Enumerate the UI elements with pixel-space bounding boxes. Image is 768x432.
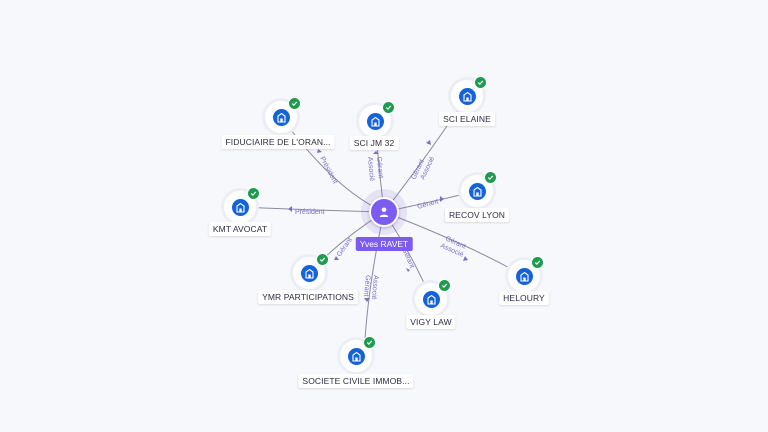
edge-label-fiduciaire-1: Président xyxy=(318,156,338,185)
building-icon xyxy=(366,112,384,130)
building-icon xyxy=(515,267,533,285)
arrow-heloury xyxy=(463,256,468,261)
edge-label-scijm32-2: Associé xyxy=(366,157,375,182)
person-label[interactable]: Yves RAVET xyxy=(355,237,413,251)
building-icon xyxy=(300,264,318,282)
company-label-societecivile[interactable]: SOCIETE CIVILE IMMOB... xyxy=(298,374,414,388)
company-label-recovlyon[interactable]: RECOV LYON xyxy=(444,208,510,222)
edge-label-kmt-1: Président xyxy=(295,209,325,216)
company-label-scielaine[interactable]: SCI ELAINE xyxy=(439,112,495,126)
edge-label-ymr-1: Gérant xyxy=(336,237,354,259)
company-node-kmt[interactable] xyxy=(224,187,260,223)
arrow-kmt xyxy=(288,206,292,212)
arrow-societecivile xyxy=(364,298,370,302)
building-icon xyxy=(272,108,290,126)
edge-label-societecivile-2: Associé xyxy=(370,275,379,300)
company-node-societecivile[interactable] xyxy=(340,336,376,372)
company-node-ymr[interactable] xyxy=(293,253,329,289)
company-label-fiduciaire[interactable]: FIDUCIAIRE DE L'ORAN... xyxy=(221,135,335,149)
edge-kmt xyxy=(239,206,385,213)
verified-check-icon xyxy=(531,256,544,269)
company-node-scielaine[interactable] xyxy=(451,76,487,112)
edge-label-recovlyon-1: Gérant xyxy=(417,198,440,211)
verified-check-icon xyxy=(438,279,451,292)
verified-check-icon xyxy=(316,253,329,266)
verified-check-icon xyxy=(474,76,487,89)
arrow-recovlyon xyxy=(440,196,444,202)
building-icon xyxy=(468,182,486,200)
company-label-kmt[interactable]: KMT AVOCAT xyxy=(208,222,272,236)
company-label-ymr[interactable]: YMR PARTICIPATIONS xyxy=(258,290,358,304)
company-node-fiduciaire[interactable] xyxy=(265,97,301,133)
building-icon xyxy=(231,198,249,216)
company-node-scijm32[interactable] xyxy=(359,101,395,137)
building-icon xyxy=(422,290,440,308)
arrow-fiduciaire xyxy=(317,149,322,153)
company-node-heloury[interactable] xyxy=(508,256,544,292)
company-node-vigylaw[interactable] xyxy=(415,279,451,315)
person-icon xyxy=(379,207,389,217)
verified-check-icon xyxy=(247,187,260,200)
verified-check-icon xyxy=(363,336,376,349)
building-icon xyxy=(458,87,476,105)
arrow-scijm32 xyxy=(373,151,379,154)
verified-check-icon xyxy=(382,101,395,114)
verified-check-icon xyxy=(288,97,301,110)
company-label-vigylaw[interactable]: VIGY LAW xyxy=(406,315,456,329)
building-icon xyxy=(347,347,365,365)
edge-label-scijm32-1: Gérant xyxy=(375,157,384,179)
company-node-recovlyon[interactable] xyxy=(461,171,497,207)
arrow-scielaine xyxy=(426,140,431,145)
arrow-ymr xyxy=(334,256,339,260)
company-label-heloury[interactable]: HELOURY xyxy=(499,291,549,305)
verified-check-icon xyxy=(484,171,497,184)
arrow-vigylaw xyxy=(406,268,410,272)
edge-label-societecivile-1: Gérant xyxy=(362,275,371,297)
company-label-scijm32[interactable]: SCI JM 32 xyxy=(349,136,399,150)
person-node[interactable] xyxy=(369,197,399,227)
